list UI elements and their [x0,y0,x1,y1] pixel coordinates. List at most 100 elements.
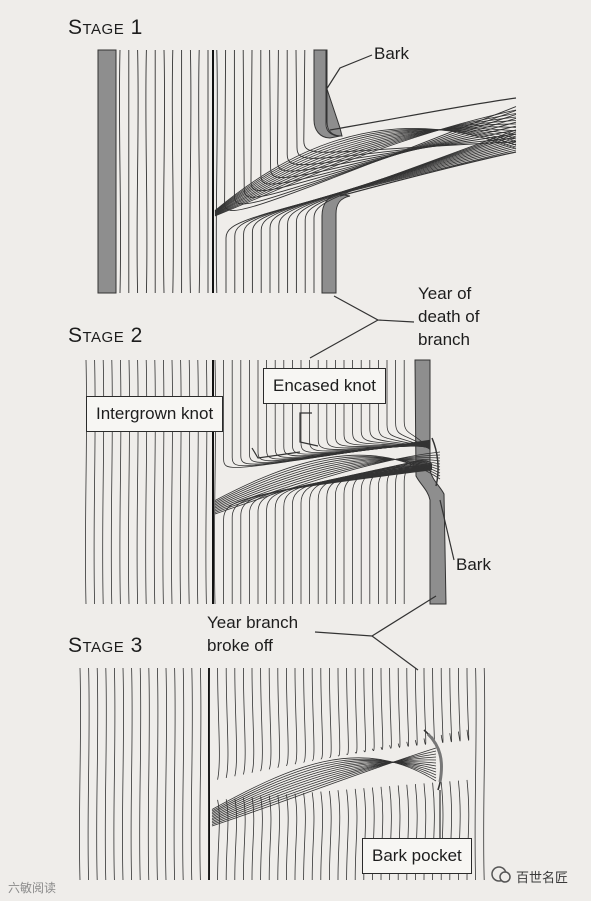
grain-line [352,360,431,448]
grain-line [162,49,166,294]
branch-bottom-edge [339,151,517,197]
grain-line [283,467,433,604]
grain-line [304,131,517,293]
grain-line [136,359,139,605]
grain-line [303,49,517,153]
grain-line [153,359,156,605]
knot-grain [211,761,437,815]
grain-line [162,359,165,605]
grain-line [483,667,486,881]
grain-line [326,466,433,604]
stage-1-drawing [97,49,517,294]
grain-line [104,667,107,881]
grain-line [234,147,517,293]
branch-grain [214,120,517,215]
grain-line [423,667,427,745]
branch-grain [214,129,517,212]
branch-grain [214,126,517,214]
grain-line [432,667,435,744]
knot-grain [211,747,437,827]
grain-line [122,667,124,881]
grain-line [182,667,185,881]
grain-line [311,792,315,881]
watermark-left: 六敏阅读 [8,881,57,895]
grain-line [136,49,139,294]
grain-line [337,790,341,881]
leader-broke-2 [371,635,419,671]
stage-1-title: Stage 1 [68,16,143,39]
knot-grain [211,761,437,819]
grain-line [214,359,216,605]
bark-upper [313,49,343,137]
grain-line [128,359,130,605]
knot-grain [214,454,441,513]
grain-line [119,359,122,605]
grain-line [269,139,517,293]
knot-grain [211,756,437,822]
grain-line [268,795,272,881]
grain-line [249,468,433,604]
grain-line [389,667,392,749]
grain-line [309,466,433,604]
grain-line [251,143,517,293]
bark-left [97,49,117,294]
stage-3-title: Stage 3 [68,634,143,657]
bark-pocket-shape [426,732,443,783]
grain-line [380,667,384,750]
grain-line [199,667,202,881]
death-year-label-line-2: death of [418,307,480,326]
death-year-label-line-3: branch [418,330,470,349]
branch-grain [214,129,517,213]
grain-line [173,667,176,881]
grain-line [171,49,174,294]
grain-line [378,360,431,449]
grain-line [234,667,237,777]
grain-line [354,788,358,881]
branch-grain [214,113,517,216]
knot-grain [214,457,441,512]
knot-grain [211,757,437,810]
grain-line [251,797,255,881]
knot-grain [214,457,441,504]
grain-line [343,465,433,604]
grain-line [300,467,433,604]
branch-grain [214,128,517,214]
grain-line [317,466,433,604]
grain-line [260,50,517,185]
grain-line [286,667,289,767]
wechat-icon [491,866,511,883]
grain-line [276,49,517,172]
bark-lower [321,193,351,294]
grain-line [303,667,306,763]
grain-line [215,49,218,294]
grain-line [363,667,366,753]
intergrown-knot-label: Intergrown knot [86,396,224,432]
grain-line [196,359,199,605]
grain-line [260,667,263,772]
grain-line [93,359,96,605]
grain-line [118,49,122,294]
grain-line [292,467,433,604]
grain-line [415,667,418,746]
grain-line [320,667,323,760]
bark-label-mid: Bark [456,555,491,574]
knot-grain [211,753,437,824]
leader-intergrown [251,447,301,459]
bark-right [414,359,447,605]
grain-line [208,667,210,881]
grain-line [369,360,431,449]
branch-grain [214,116,517,216]
knot-grain [211,758,437,812]
grain-line [179,359,182,605]
branch-grain [214,129,517,213]
broke-off-label-line-2: broke off [207,636,273,655]
grain-line [277,667,280,768]
grain-line [110,359,113,605]
grain-line [260,141,517,293]
grain-line [225,149,517,293]
leader-bark-mid [439,499,455,561]
branch-top-edge [329,97,517,131]
grain-line [243,667,246,775]
grain-line [329,667,332,758]
